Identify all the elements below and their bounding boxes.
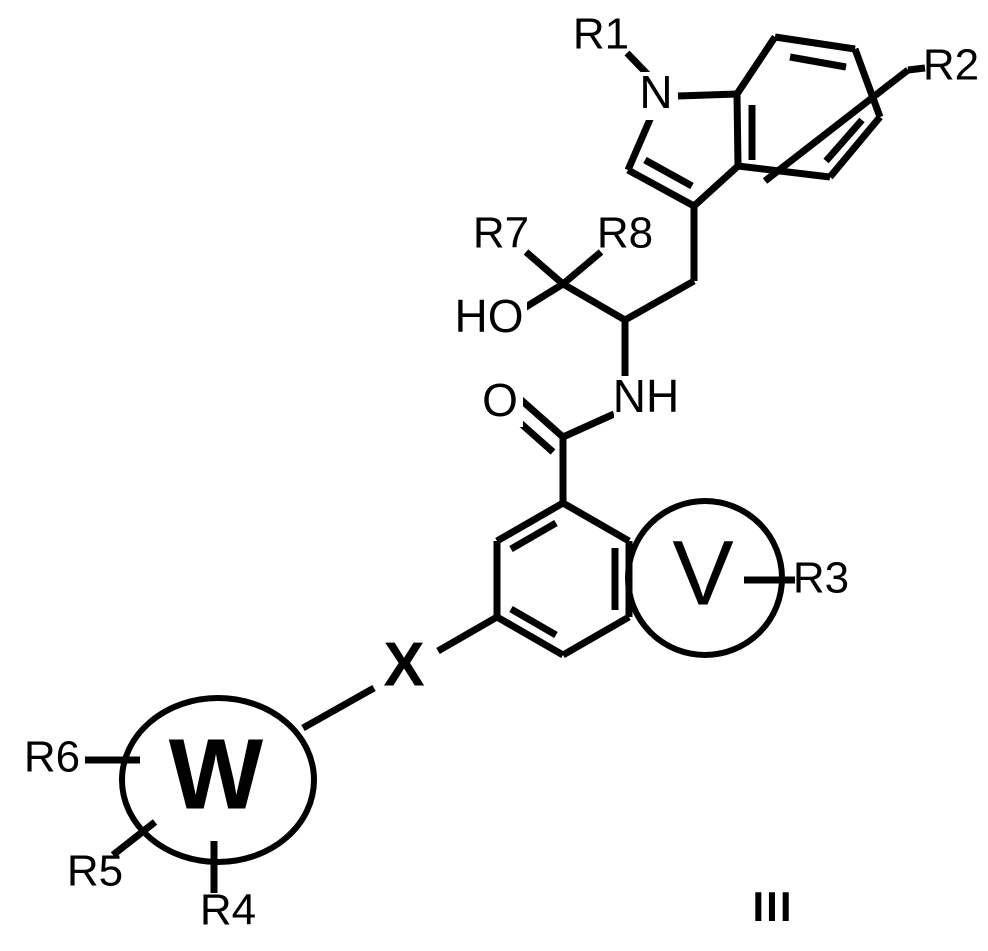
atom-label-carbonyl-oxygen: O: [482, 374, 518, 426]
bond-benzo-c7-c6: [774, 33, 856, 53]
bond-ch2-to-alpha-carbon: [623, 277, 696, 324]
bond-benzene-inner-top-left: [509, 519, 558, 553]
bond-benzo-c4-c3a: [737, 162, 831, 181]
atom-label-nitrogen: N: [639, 66, 672, 118]
halo-carbonyl-oxygen: [481, 381, 523, 427]
substituent-label-r4: R4: [200, 886, 256, 935]
substituent-label-r3: R3: [793, 554, 849, 603]
bond-benzene-inner-bottom-left: [509, 605, 558, 639]
bond-benzo-inner-top: [789, 53, 847, 71]
atom-label-hydroxyl: HO: [455, 290, 524, 342]
bond-benzene-4-5: [561, 613, 631, 659]
bond-carbinol-to-r8: [560, 249, 604, 287]
figure-identifier: III: [752, 883, 793, 930]
bond-n-c7a: [677, 90, 738, 100]
halo-nitrogen: [636, 72, 676, 120]
bond-benzene-1-2: [495, 499, 565, 545]
substituent-label-r6: R6: [24, 733, 80, 782]
substituent-label-r2: R2: [923, 41, 979, 90]
bond-benzo-c5-c4: [827, 114, 883, 180]
substituent-label-r5: R5: [67, 847, 123, 896]
bond-carbinol-to-hydroxyl: [519, 281, 565, 313]
bond-alpha-to-carbinol: [561, 280, 627, 324]
bond-benzene-3-4: [495, 613, 565, 659]
bond-r2-stub: [907, 64, 926, 74]
bond-benzo-c6-c5: [851, 47, 884, 119]
bond-benzene-to-x: [436, 613, 499, 655]
bond-benzo-inner-right: [823, 117, 865, 164]
bond-x-to-w: [301, 684, 376, 732]
bond-r2-diagonal: [762, 67, 911, 184]
bond-c2-c3-inner: [643, 156, 694, 190]
atom-label-amide-nh: NH: [613, 370, 679, 422]
substituent-label-r7: R7: [473, 209, 529, 258]
bond-w-to-r5: [110, 819, 158, 858]
bond-nh-to-carbonyl: [561, 410, 616, 441]
halo-amide-nh: [614, 376, 684, 424]
bond-carbinol-to-r7: [523, 249, 566, 287]
ring-letter-w: W: [169, 718, 264, 830]
ring-w-circle: [119, 695, 317, 865]
substituent-label-r8: R8: [597, 209, 653, 258]
ring-letter-v: V: [672, 522, 733, 624]
substituent-label-r1: R1: [573, 10, 629, 59]
bond-n-c2: [624, 115, 655, 172]
bond-c2-c3: [626, 166, 696, 210]
bond-benzo-c7a-c7: [734, 35, 778, 96]
linker-label-x: X: [383, 630, 424, 699]
bond-benzene-6-1: [561, 499, 631, 545]
bond-c3-c3a: [691, 163, 741, 209]
bond-c7a-c3a-fusion: [733, 93, 742, 167]
halo-hydroxyl: [455, 296, 527, 344]
bond-carbonyl-double-a: [516, 395, 566, 440]
